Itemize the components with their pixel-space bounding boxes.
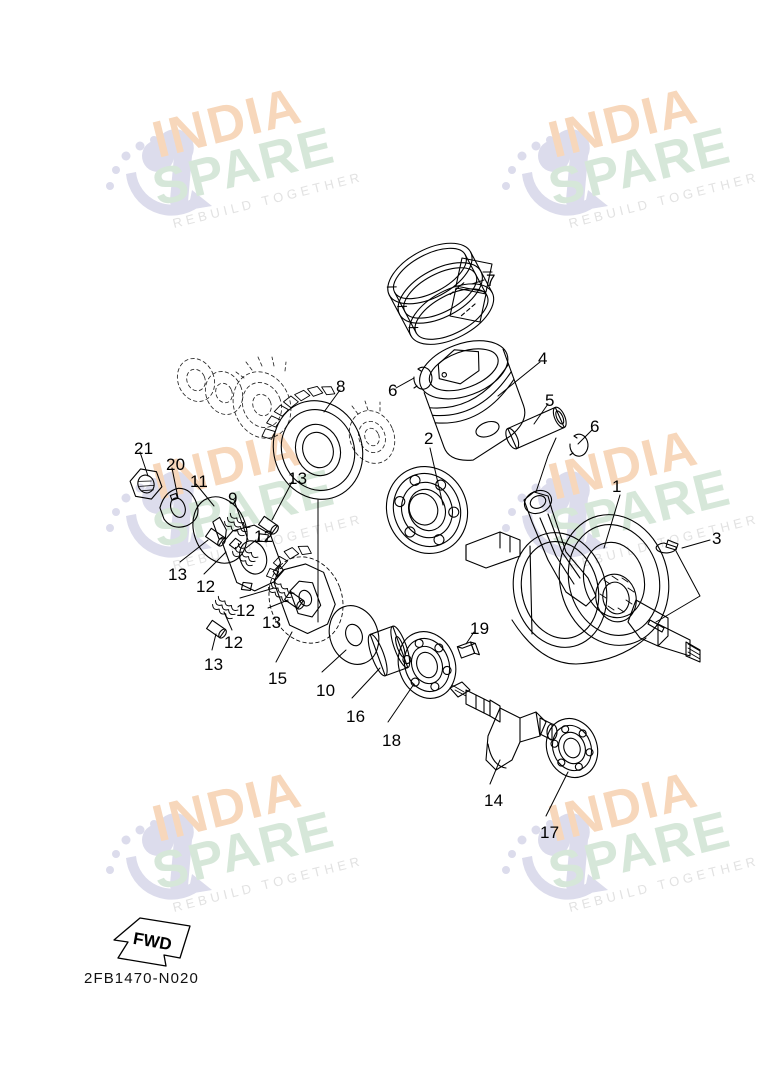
callout-washer: 10 <box>316 681 336 700</box>
callout-ball-bearing: 18 <box>382 731 402 750</box>
callout-crankshaft-assembly: 1 <box>612 477 622 496</box>
part-piston-pin <box>505 406 567 450</box>
callout-spring: 12 <box>196 577 216 596</box>
part-key <box>456 641 480 659</box>
callout-nut: 21 <box>134 439 154 458</box>
part-washer <box>328 605 380 665</box>
callout-key: 19 <box>470 619 490 638</box>
callout-pin: 13 <box>288 469 308 488</box>
callout-balancer-weight: 9 <box>228 489 238 508</box>
callout-piston-pin-clip-left: 6 <box>388 381 398 400</box>
callout-woodruff-key: 3 <box>712 529 722 548</box>
callout-spring: 12 <box>224 633 244 652</box>
callout-piston: 4 <box>538 349 548 368</box>
part-balancer-weight <box>221 524 284 592</box>
callout-balancer-driven-gear: 15 <box>268 669 288 688</box>
callout-piston-ring-set: 7 <box>486 271 496 290</box>
callout-balancer-bearing: 17 <box>540 823 560 842</box>
phantom-gear-cluster-right <box>348 400 396 464</box>
part-lock-washer <box>159 487 199 528</box>
callout-balancer-shaft: 14 <box>484 791 504 810</box>
part-piston-pin-clip-left <box>413 366 433 390</box>
callout-pin: 13 <box>168 565 188 584</box>
callout-piston-pin-clip-right: 6 <box>590 417 600 436</box>
callout-spacer-collar: 16 <box>346 707 366 726</box>
callout-spring: 12 <box>254 527 274 546</box>
part-piston-ring-set <box>386 242 495 345</box>
callout-primary-drive-gear: 8 <box>336 377 346 396</box>
callout-pin: 13 <box>262 613 282 632</box>
part-balancer-shaft <box>449 681 558 771</box>
part-primary-drive-gear <box>261 385 364 500</box>
part-main-bearing <box>385 465 469 555</box>
diagram-part-code: 2FB1470-N020 <box>84 970 199 987</box>
part-balancer-bearing <box>545 717 599 779</box>
part-ball-bearing <box>397 631 457 699</box>
part-piston-pin-clip-right <box>569 433 589 457</box>
leader-lines <box>139 279 711 817</box>
fwd-direction-marker: FWD <box>104 914 200 972</box>
callout-spring: 12 <box>236 601 256 620</box>
callout-plate-washer: 11 <box>190 472 209 491</box>
part-woodruff-key <box>655 539 679 554</box>
part-crankshaft-assembly <box>465 489 701 665</box>
callout-main-bearing: 2 <box>424 429 434 448</box>
callout-pin: 13 <box>204 655 224 674</box>
phantom-gear-cluster <box>176 356 292 439</box>
part-balancer-driven-gear <box>265 545 344 644</box>
part-springs <box>212 512 295 620</box>
callout-lock-washer: 20 <box>166 455 186 474</box>
callout-piston-pin: 5 <box>545 391 555 410</box>
